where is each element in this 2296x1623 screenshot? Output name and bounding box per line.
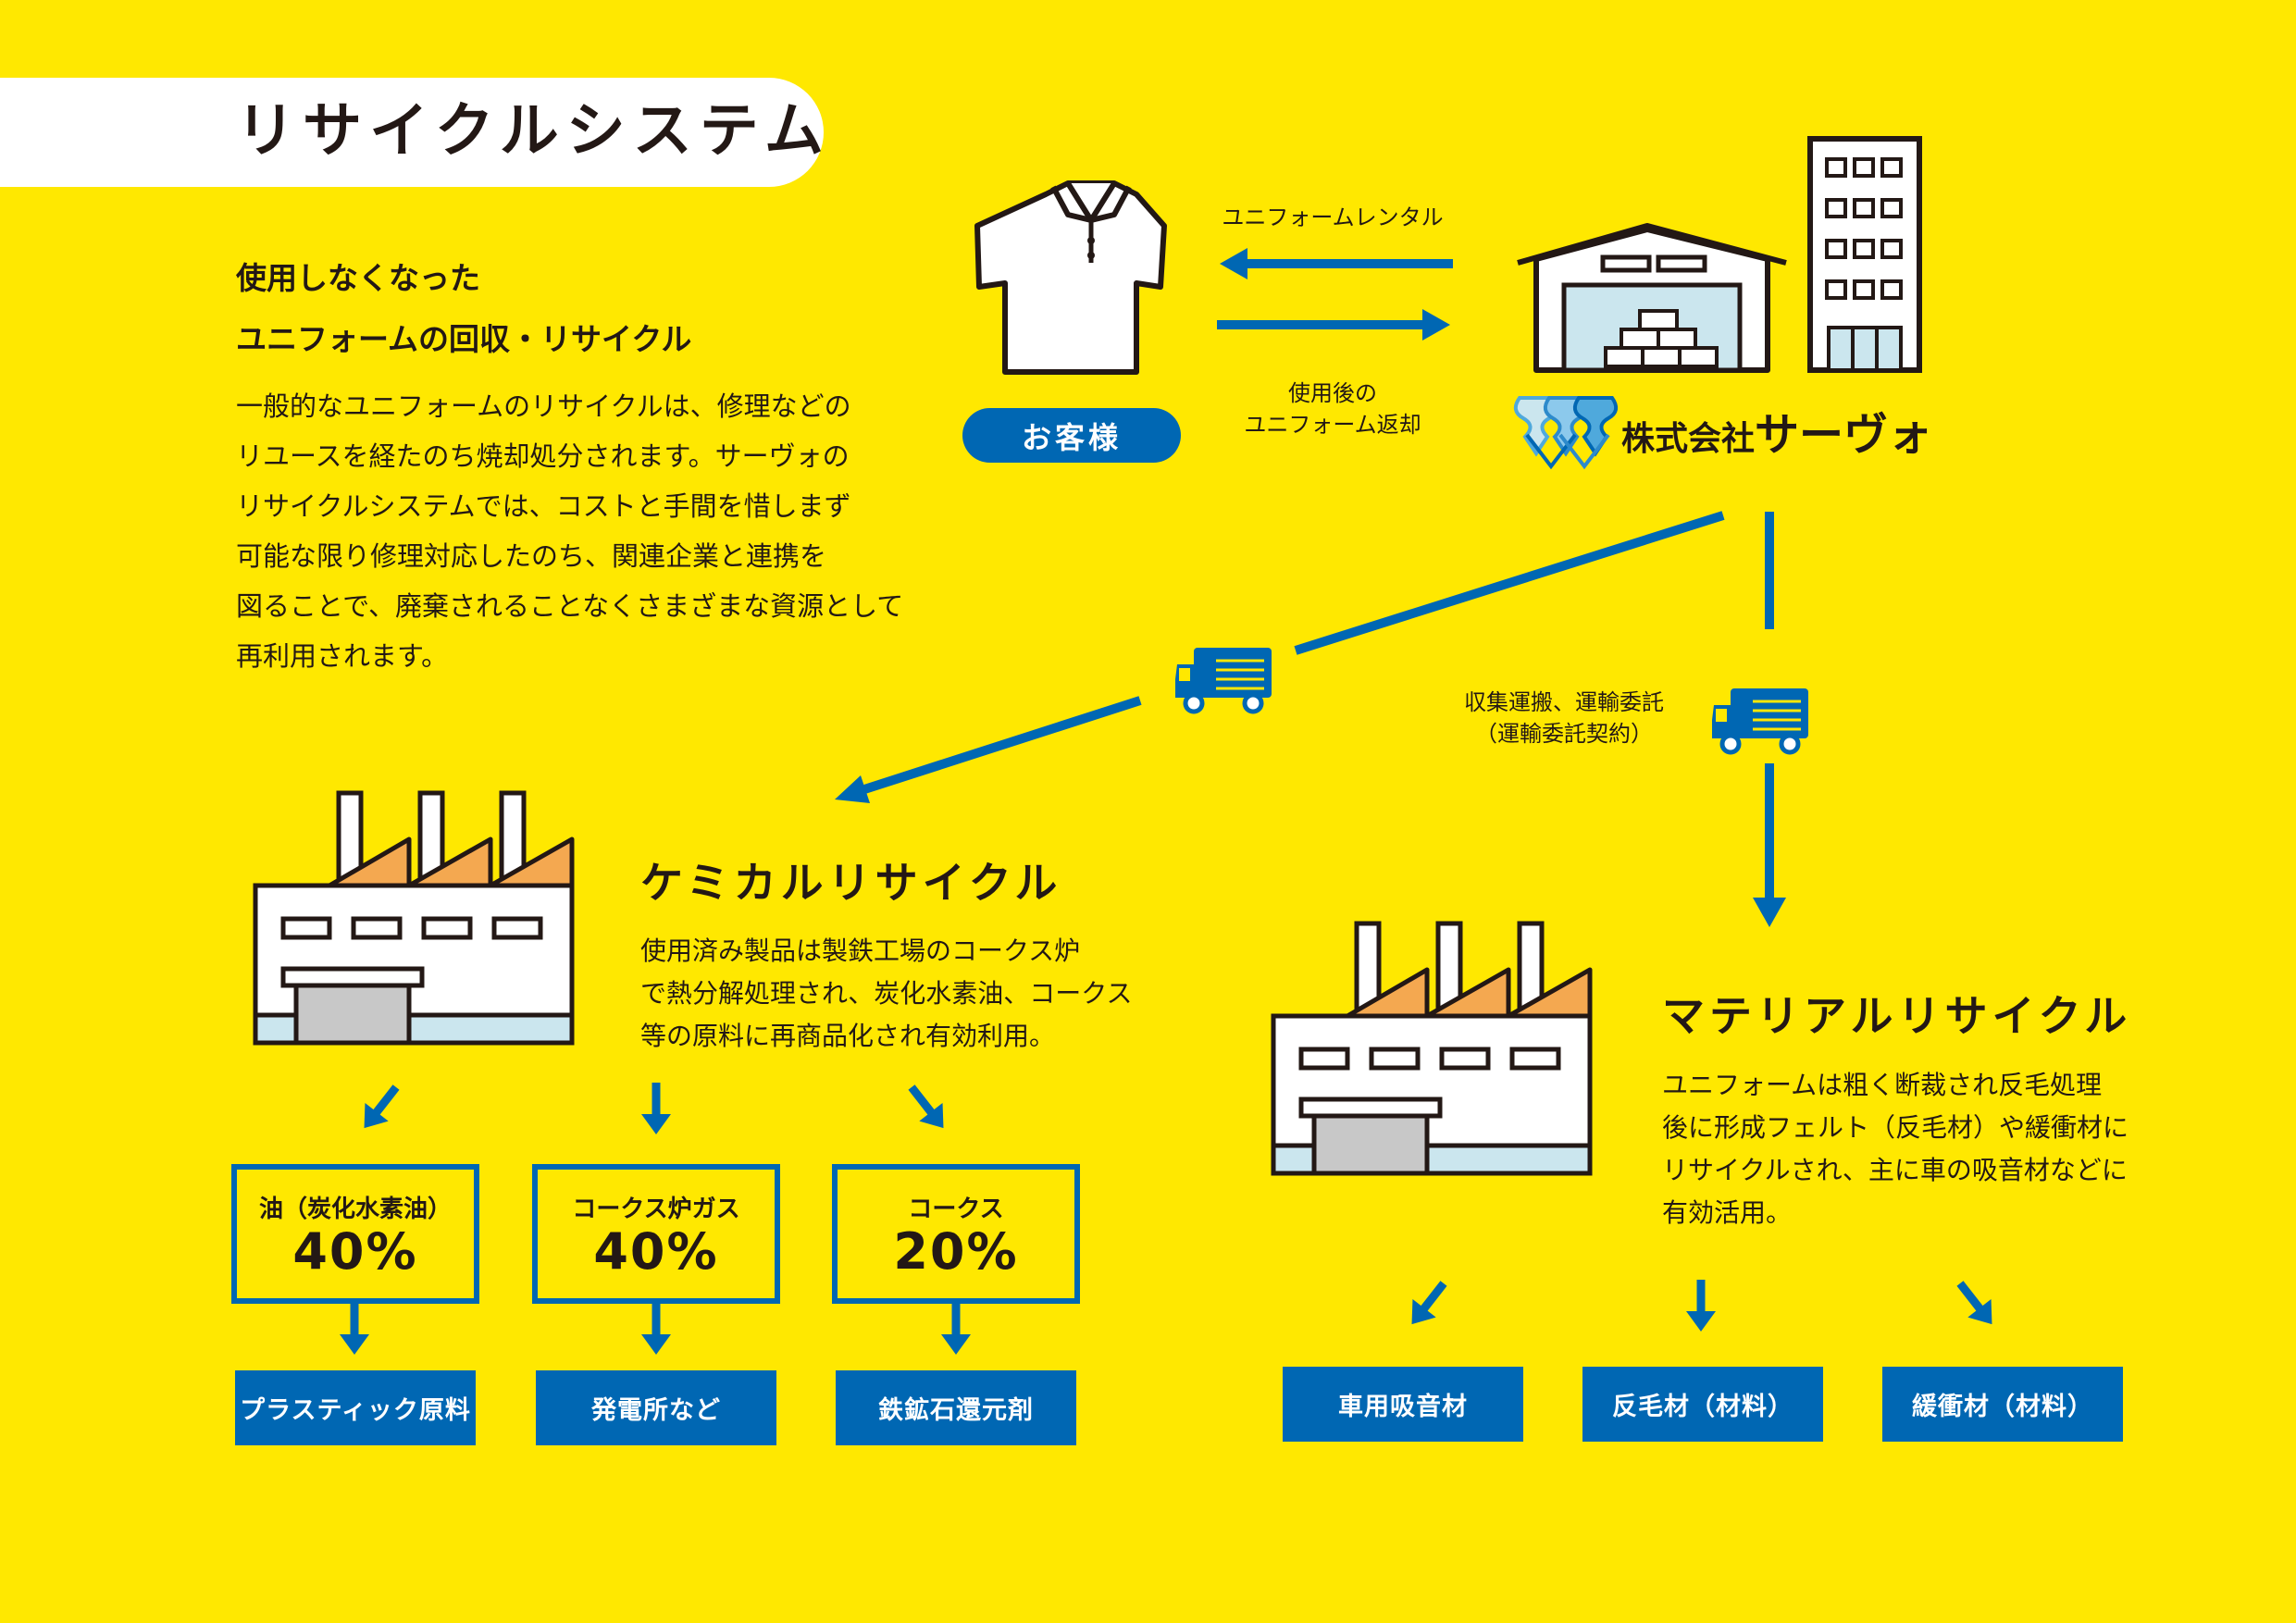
desc-line: 後に形成フェルト（反毛材）や緩衝材に (1662, 1112, 2129, 1143)
truck-icon (1712, 688, 1808, 752)
output-box-coke: コークス 20% (832, 1164, 1080, 1304)
material-flow-arrow (1753, 512, 1786, 927)
body-line: リサイクルシステムでは、コストと手間を惜しまず (236, 490, 851, 522)
customer-badge: お客様 (962, 408, 1181, 463)
body-line: 一般的なユニフォームのリサイクルは、修理などの (236, 390, 851, 422)
output-label: コークス (908, 1196, 1004, 1223)
factory-icon (255, 793, 572, 1043)
lead-line: 使用しなくなった (236, 260, 480, 296)
output-arrow (641, 1303, 671, 1355)
return-label: 使用後の ユニフォーム返却 (1194, 378, 1471, 440)
lead-heading: 使用しなくなった ユニフォームの回収・リサイクル (236, 248, 691, 370)
factory-icon (1273, 923, 1590, 1173)
output-percent: 40% (292, 1222, 418, 1281)
lead-line: ユニフォームの回収・リサイクル (236, 321, 692, 357)
use-box-cushioning: 緩衝材（材料） (1882, 1367, 2123, 1442)
use-box-power: 発電所など (536, 1370, 776, 1445)
output-arrow (941, 1303, 971, 1355)
use-box-reclaimed-fiber: 反毛材（材料） (1582, 1367, 1823, 1442)
body-line: 図ることで、廃棄されることなくさまざまな資源として (236, 590, 904, 622)
truck-icon (1175, 648, 1272, 712)
chemical-recycle-desc: 使用済み製品は製鉄工場のコークス炉 で熱分解処理され、炭化水素油、コークス 等の… (640, 930, 1132, 1058)
output-percent: 40% (593, 1222, 719, 1281)
company-logo-icon (1513, 396, 1619, 470)
output-label: 油（炭化水素油） (258, 1196, 452, 1223)
return-label-line: 使用後の (1288, 380, 1377, 406)
output-label: コークス炉ガス (572, 1196, 740, 1223)
output-percent: 20% (893, 1222, 1019, 1281)
output-arrow (1686, 1280, 1716, 1332)
chemical-recycle-title: ケミカルリサイクル (640, 858, 1062, 908)
desc-line: ユニフォームは粗く断裁され反毛処理 (1662, 1070, 2103, 1100)
output-arrow (340, 1303, 369, 1355)
company-brand: サーヴォ (1755, 409, 1933, 461)
use-box-plastic: プラスティック原料 (235, 1370, 476, 1445)
output-arrow (353, 1078, 408, 1137)
material-recycle-desc: ユニフォームは粗く断裁され反毛処理 後に形成フェルト（反毛材）や緩衝材に リサイ… (1662, 1064, 2128, 1234)
company-prefix: 株式会社 (1621, 420, 1756, 458)
chemical-flow-arrow (835, 511, 1725, 803)
warehouse-icon (1517, 223, 1787, 373)
intro-body: 一般的なユニフォームのリサイクルは、修理などの リユースを経たのち焼却処分されま… (236, 381, 904, 681)
body-line: 可能な限り修理対応したのち、関連企業と連携を (236, 540, 827, 572)
output-arrow (900, 1078, 955, 1137)
output-arrow (641, 1083, 671, 1134)
company-name: 株式会社サーヴォ (1621, 407, 1932, 467)
transport-label-line: 収集運搬、運輸委託 (1464, 689, 1664, 715)
desc-line: で熱分解処理され、炭化水素油、コークス (640, 978, 1133, 1009)
desc-line: 有効活用。 (1662, 1197, 1793, 1228)
desc-line: リサイクルされ、主に車の吸音材などに (1662, 1155, 2128, 1185)
output-box-coke-gas: コークス炉ガス 40% (532, 1164, 780, 1304)
material-recycle-title: マテリアルリサイクル (1662, 991, 2132, 1041)
body-line: 再利用されます。 (236, 640, 449, 672)
transport-label-line: （運輸委託契約） (1475, 721, 1653, 747)
rental-label: ユニフォームレンタル (1222, 204, 1444, 230)
use-box-reductant: 鉄鉱石還元剤 (836, 1370, 1076, 1445)
output-arrow (1400, 1274, 1456, 1333)
transport-label: 収集運搬、運輸委託 （運輸委託契約） (1425, 687, 1703, 750)
return-arrow (1217, 309, 1450, 341)
output-box-oil: 油（炭化水素油） 40% (231, 1164, 479, 1304)
use-box-sound-absorber: 車用吸音材 (1283, 1367, 1523, 1442)
desc-line: 使用済み製品は製鉄工場のコークス炉 (640, 935, 1081, 966)
office-building-icon (1807, 136, 1922, 373)
title-banner (0, 78, 824, 187)
page-title: リサイクルシステム (236, 97, 831, 166)
polo-shirt-icon (974, 180, 1167, 375)
desc-line: 等の原料に再商品化され有効利用。 (640, 1021, 1056, 1051)
body-line: リユースを経たのち焼却処分されます。サーヴォの (236, 440, 850, 472)
return-label-line: ユニフォーム返却 (1244, 412, 1421, 438)
output-arrow (1948, 1274, 2004, 1333)
rental-arrow (1220, 248, 1453, 279)
